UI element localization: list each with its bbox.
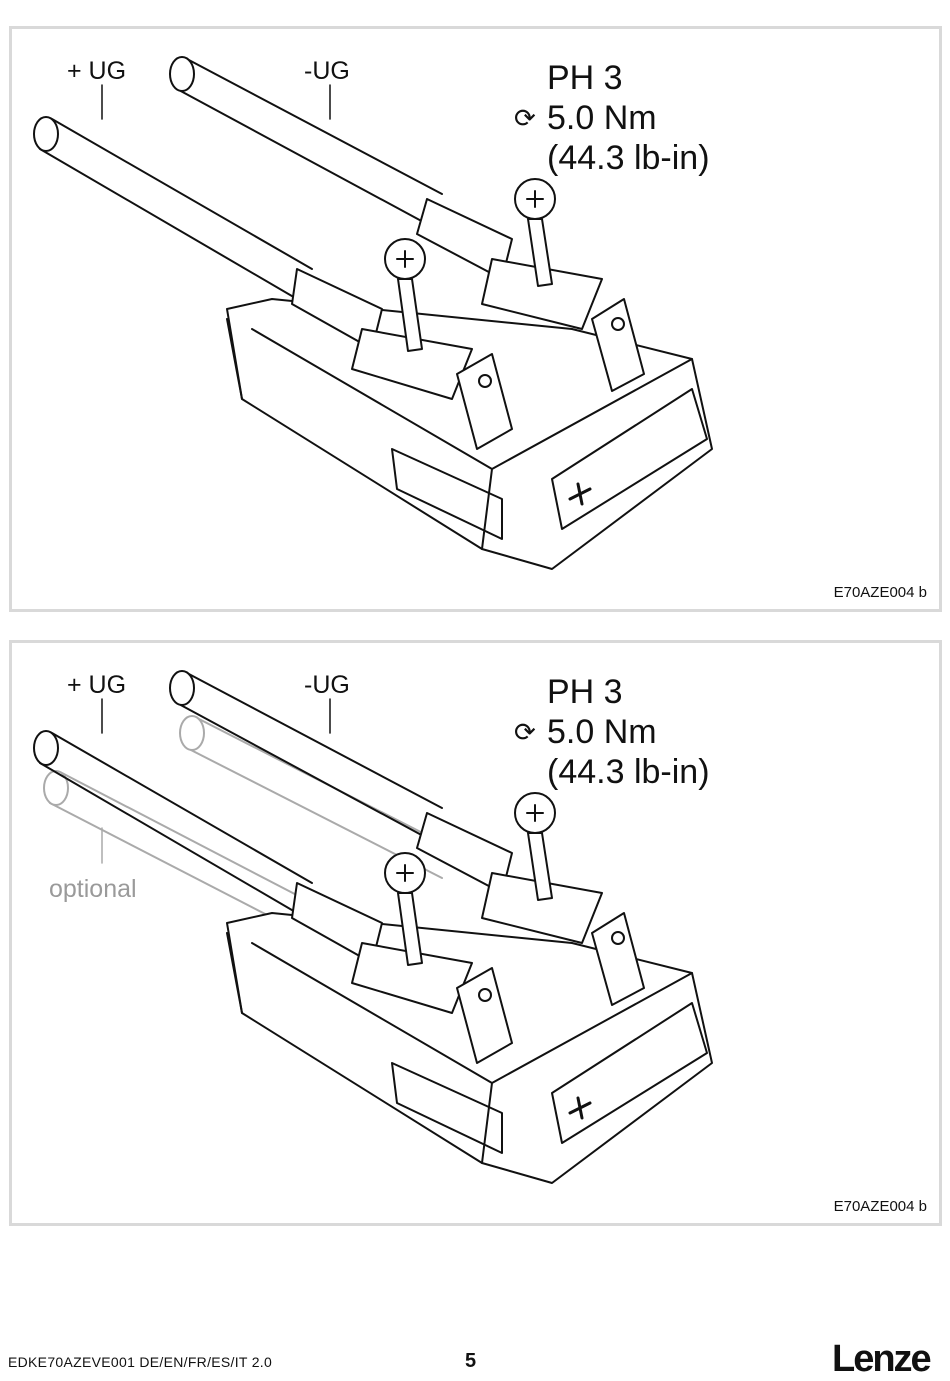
lenze-logo: Lenze xyxy=(832,1338,932,1380)
rotation-arrow-icon: ⟳ xyxy=(514,103,536,133)
plus-ug-label: + UG xyxy=(67,57,127,85)
plus-ug-label: + UG xyxy=(67,671,127,699)
figure-connection-diagram-optional: + UG -UG optional PH 3 ⟳ 5.0 Nm (44.3 lb… xyxy=(9,640,942,1226)
screwdriver-bit: PH 3 xyxy=(547,59,623,97)
document-id: EDKE70AZEVE001 DE/EN/FR/ES/IT 2.0 xyxy=(8,1354,273,1370)
page-number: 5 xyxy=(465,1350,477,1372)
minus-ug-label: -UG xyxy=(304,671,350,699)
optional-label: optional xyxy=(49,875,137,903)
torque-nm: 5.0 Nm xyxy=(547,99,657,137)
terminal-illustration-optional xyxy=(33,670,713,1184)
minus-ug-label: -UG xyxy=(304,57,350,85)
figure-code: E70AZE004 b xyxy=(833,584,927,601)
screwdriver-bit: PH 3 xyxy=(547,673,623,711)
figure-connection-diagram: + UG -UG PH 3 ⟳ 5.0 Nm (44.3 lb-in) E70A… xyxy=(9,26,942,612)
torque-nm: 5.0 Nm xyxy=(547,713,657,751)
figure-code: E70AZE004 b xyxy=(833,1198,927,1215)
rotation-arrow-icon: ⟳ xyxy=(514,717,536,747)
torque-lbin: (44.3 lb-in) xyxy=(547,139,710,177)
torque-lbin: (44.3 lb-in) xyxy=(547,753,710,791)
terminal-illustration xyxy=(33,56,713,570)
